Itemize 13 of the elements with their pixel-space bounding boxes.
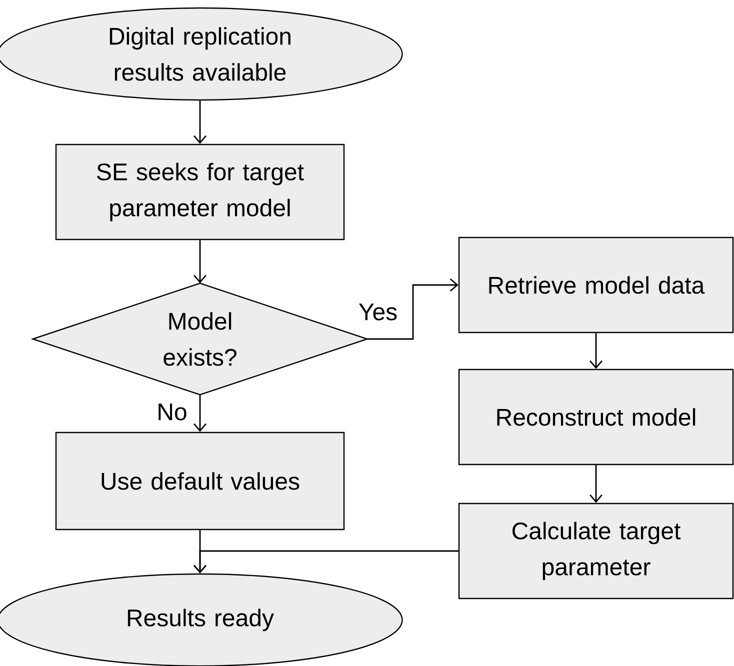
process-box: Use default values [55,432,345,530]
arrow [589,333,603,369]
process-box: Calculate target parameter [458,502,734,600]
arrow [367,278,458,340]
arrow [193,394,207,432]
arrow [589,465,603,503]
arrow [193,100,207,144]
process-box: Reconstruct model [458,368,734,466]
process-box: Retrieve model data [458,236,734,334]
arrow [193,240,207,284]
process-box: SE seeks for target parameter model [55,144,345,240]
edge-label: No [156,402,188,422]
arrow [193,550,458,574]
